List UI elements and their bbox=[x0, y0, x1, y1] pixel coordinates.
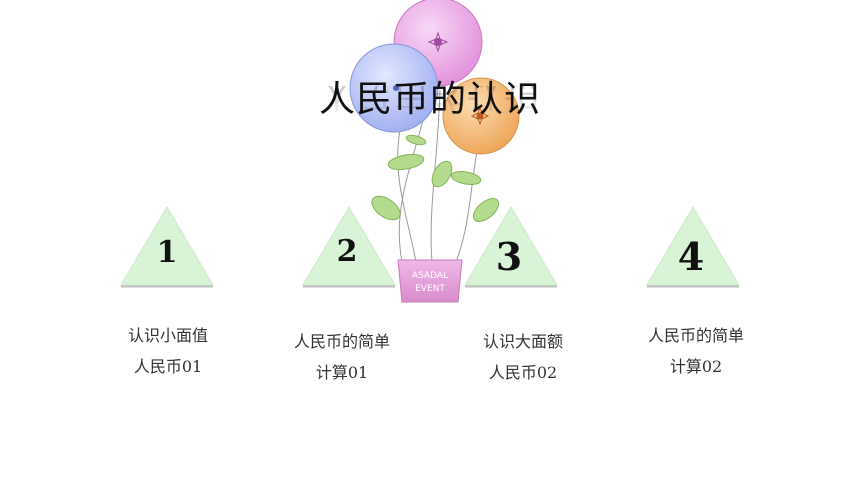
flower-icon bbox=[470, 106, 490, 126]
pot-text-line2: EVENT bbox=[415, 284, 445, 294]
leaf bbox=[450, 171, 482, 185]
triangle-badge-3[interactable] bbox=[463, 205, 559, 289]
triangle-badge-1[interactable] bbox=[119, 205, 215, 289]
leaf bbox=[371, 195, 401, 221]
balloon-string bbox=[455, 144, 479, 263]
item-label-1[interactable]: 认识小面值 人民币01 bbox=[88, 320, 248, 382]
item-number-4: 4 bbox=[677, 234, 705, 279]
item-label-4-line2: 计算02 bbox=[669, 357, 723, 376]
item-number-3: 3 bbox=[495, 234, 523, 279]
item-number-2: 2 bbox=[336, 234, 358, 269]
item-label-4[interactable]: 人民币的简单 计算02 bbox=[616, 320, 776, 382]
triangle-badge-2[interactable] bbox=[301, 205, 397, 289]
balloon-pot-illustration: ASADAL EVENT bbox=[349, 0, 520, 303]
item-label-2-line2: 计算01 bbox=[315, 363, 369, 382]
flower-icon bbox=[427, 31, 449, 53]
item-label-1-line2: 人民币01 bbox=[133, 357, 203, 376]
item-label-1-line1: 认识小面值 bbox=[127, 326, 208, 345]
flower-icon bbox=[393, 85, 399, 91]
item-label-3[interactable]: 认识大面额 人民币02 bbox=[443, 326, 603, 388]
item-label-2-line1: 人民币的简单 bbox=[293, 332, 390, 351]
balloon-string bbox=[397, 119, 417, 263]
pot-text-line1: ASADAL bbox=[412, 271, 448, 281]
item-label-3-line1: 认识大面额 bbox=[482, 332, 563, 351]
item-label-3-line2: 人民币02 bbox=[488, 363, 558, 382]
leaf bbox=[431, 160, 453, 188]
item-number-1: 1 bbox=[156, 235, 178, 270]
leaf bbox=[472, 198, 500, 222]
item-label-4-line1: 人民币的简单 bbox=[647, 326, 744, 345]
flower-pot bbox=[397, 259, 463, 303]
triangle-badge-4[interactable] bbox=[645, 205, 741, 289]
page-title: 人民币的认识 bbox=[318, 79, 541, 120]
page-title-reflection: 人民币的认识 bbox=[318, 86, 541, 113]
item-label-2[interactable]: 人民币的简单 计算01 bbox=[262, 326, 422, 388]
leaf bbox=[405, 134, 427, 146]
leaf bbox=[387, 153, 425, 171]
